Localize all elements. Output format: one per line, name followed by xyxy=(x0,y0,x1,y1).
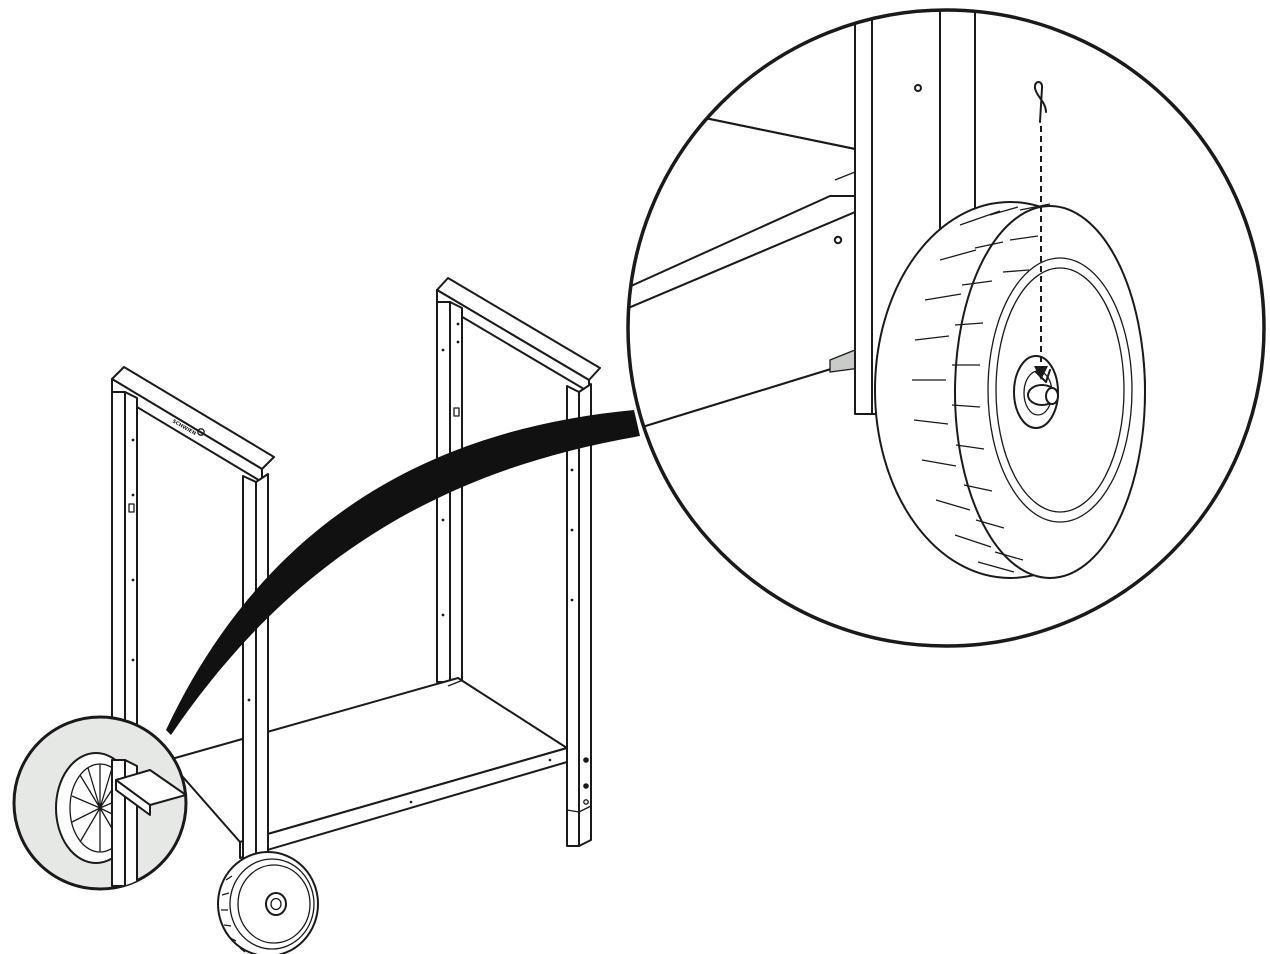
front-wheel xyxy=(217,851,319,954)
front-frame: SCHWIEN xyxy=(111,366,275,881)
callout-border-large xyxy=(626,8,1266,648)
detail-callout-large xyxy=(626,8,1266,648)
r-clip xyxy=(1033,81,1047,123)
callout-connector xyxy=(166,410,640,735)
cart-assembly: SCHWIEN xyxy=(111,277,601,954)
rear-frame xyxy=(436,277,601,847)
wheel-detail xyxy=(874,201,1146,579)
detail-callout-small xyxy=(12,715,188,891)
bottom-shelf xyxy=(167,677,568,859)
